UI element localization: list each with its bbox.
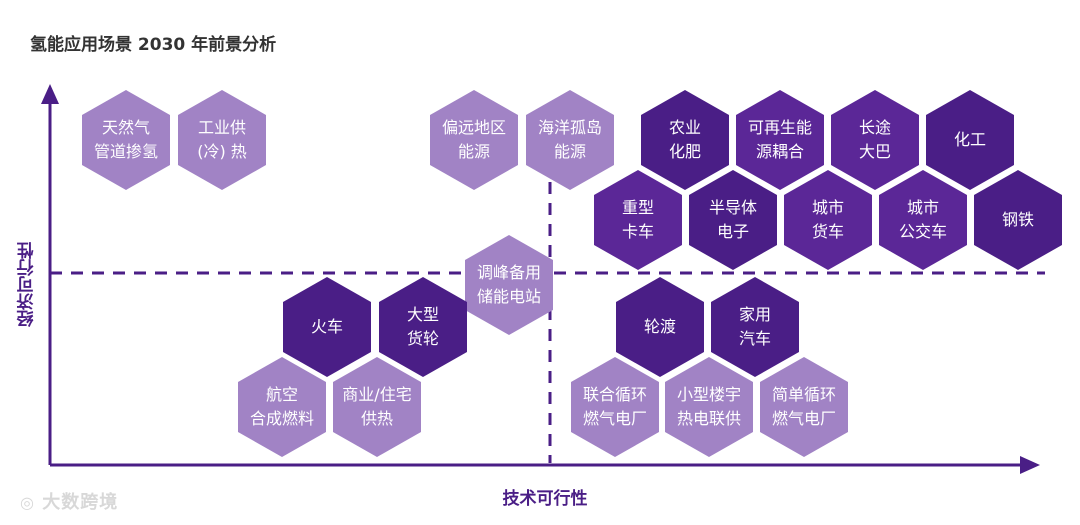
x-axis-label: 技术可行性 xyxy=(502,489,588,509)
y-axis-arrow xyxy=(41,84,59,104)
hex-city-truck: 城市 货车 xyxy=(784,170,872,270)
hex-label-line1: 航空 xyxy=(265,385,298,404)
watermark-text: 大数跨境 xyxy=(42,492,119,513)
hex-label-line1: 商业/住宅 xyxy=(342,385,412,404)
hex-label-line2: 化肥 xyxy=(668,142,701,161)
hex-agri-fertilizer: 农业 化肥 xyxy=(641,90,729,190)
hex-label-line1: 火车 xyxy=(310,317,343,336)
hex-long-distance-bus: 长途 大巴 xyxy=(831,90,919,190)
hex-label-line1: 偏远地区 xyxy=(441,118,506,137)
hex-label-line2: 源耦合 xyxy=(755,142,804,161)
y-axis-label: 经济可行性 xyxy=(17,242,38,328)
hex-label-line1: 农业 xyxy=(668,118,701,137)
hex-label-line2: 合成燃料 xyxy=(249,409,314,428)
hex-small-building-chp: 小型楼宇 热电联供 xyxy=(665,357,753,457)
hex-label-line2: (冷) 热 xyxy=(197,142,247,161)
hex-label-line1: 天然气 xyxy=(101,118,150,137)
x-axis-arrow xyxy=(1020,456,1040,474)
hex-chemical: 化工 xyxy=(926,90,1014,190)
hex-heavy-truck: 重型 卡车 xyxy=(594,170,682,270)
hex-label-line2: 电子 xyxy=(716,222,749,241)
hex-island-energy: 海洋孤岛 能源 xyxy=(526,90,614,190)
hex-natural-gas-blending: 天然气 管道掺氢 xyxy=(82,90,170,190)
watermark: ◎ 大数跨境 xyxy=(20,488,118,514)
hex-label-line2: 货轮 xyxy=(406,329,439,348)
hex-combined-cycle-plant: 联合循环 燃气电厂 xyxy=(571,357,659,457)
hex-label-line2: 汽车 xyxy=(738,329,771,348)
hex-renewable-coupling: 可再生能 源耦合 xyxy=(736,90,824,190)
hex-industrial-heat: 工业供 (冷) 热 xyxy=(178,90,266,190)
hex-label-line2: 管道掺氢 xyxy=(93,142,158,161)
hex-label-line2: 燃气电厂 xyxy=(771,409,836,428)
hex-label-line1: 可再生能 xyxy=(747,118,812,137)
hex-label-line1: 简单循环 xyxy=(771,385,836,404)
hex-label-line2: 卡车 xyxy=(621,222,654,241)
hex-label-line2: 储能电站 xyxy=(476,287,541,306)
hex-label-line2: 供热 xyxy=(360,409,393,428)
chart-title: 氢能应用场景 2030 年前景分析 xyxy=(30,35,277,55)
hex-label-line2: 热电联供 xyxy=(676,409,741,428)
hex-simple-cycle-plant: 简单循环 燃气电厂 xyxy=(760,357,848,457)
hex-city-bus: 城市 公交车 xyxy=(879,170,967,270)
hex-label-line2: 燃气电厂 xyxy=(582,409,647,428)
hex-label-line2: 能源 xyxy=(553,142,586,161)
hex-label-line2: 大巴 xyxy=(858,142,891,161)
watermark-logo-icon: ◎ xyxy=(20,493,35,512)
hex-label-line1: 大型 xyxy=(406,305,439,324)
hex-family-car: 家用 汽车 xyxy=(711,277,799,377)
hex-label-line1: 调峰备用 xyxy=(476,263,541,282)
hex-semiconductor: 半导体 电子 xyxy=(689,170,777,270)
hex-label-line1: 轮渡 xyxy=(643,317,676,336)
hex-ferry: 轮渡 xyxy=(616,277,704,377)
hex-label-line1: 重型 xyxy=(621,198,654,217)
hex-label-line1: 城市 xyxy=(906,198,939,217)
hex-label-line1: 联合循环 xyxy=(582,385,647,404)
hex-label-line1: 化工 xyxy=(953,130,986,149)
hex-label-line2: 能源 xyxy=(457,142,490,161)
hex-label-line1: 工业供 xyxy=(197,118,246,137)
hex-label-line1: 海洋孤岛 xyxy=(537,118,602,137)
hex-label-line1: 城市 xyxy=(811,198,844,217)
hex-label-line1: 钢铁 xyxy=(1001,210,1034,229)
hex-label-line1: 长途 xyxy=(858,118,891,137)
hex-label-line1: 半导体 xyxy=(708,198,757,217)
hex-label-line1: 家用 xyxy=(738,305,771,324)
hex-label-line2: 公交车 xyxy=(898,222,947,241)
hex-label-line1: 小型楼宇 xyxy=(676,385,741,404)
hex-label-line2: 货车 xyxy=(811,222,844,241)
